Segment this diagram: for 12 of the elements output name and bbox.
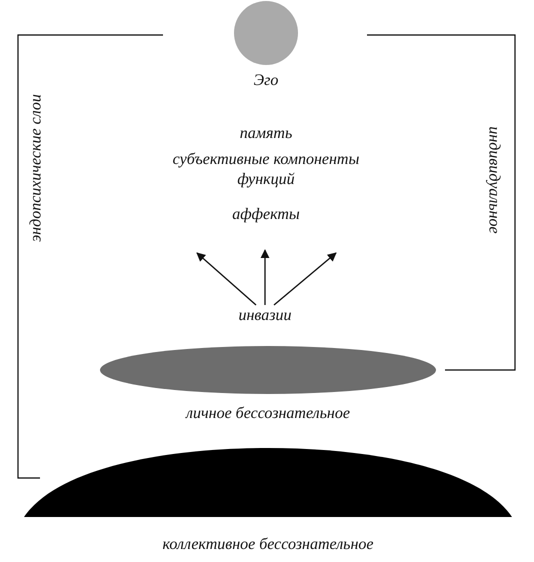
text-label: аффекты (231, 205, 301, 225)
text-label: индивидуальное (484, 126, 504, 234)
text-label: субъективные компоненты функций (172, 150, 360, 190)
text-label: память (238, 124, 294, 144)
arrow (260, 249, 270, 305)
arrow (196, 252, 256, 306)
arrow (274, 252, 337, 306)
node-label: коллективное бессознательное (161, 535, 374, 554)
node-label: инвазии (237, 306, 292, 326)
node-label: личное бессознательное (184, 404, 351, 424)
node-label: Эго (252, 71, 280, 90)
text-label: эндопсихические слои (26, 94, 46, 242)
